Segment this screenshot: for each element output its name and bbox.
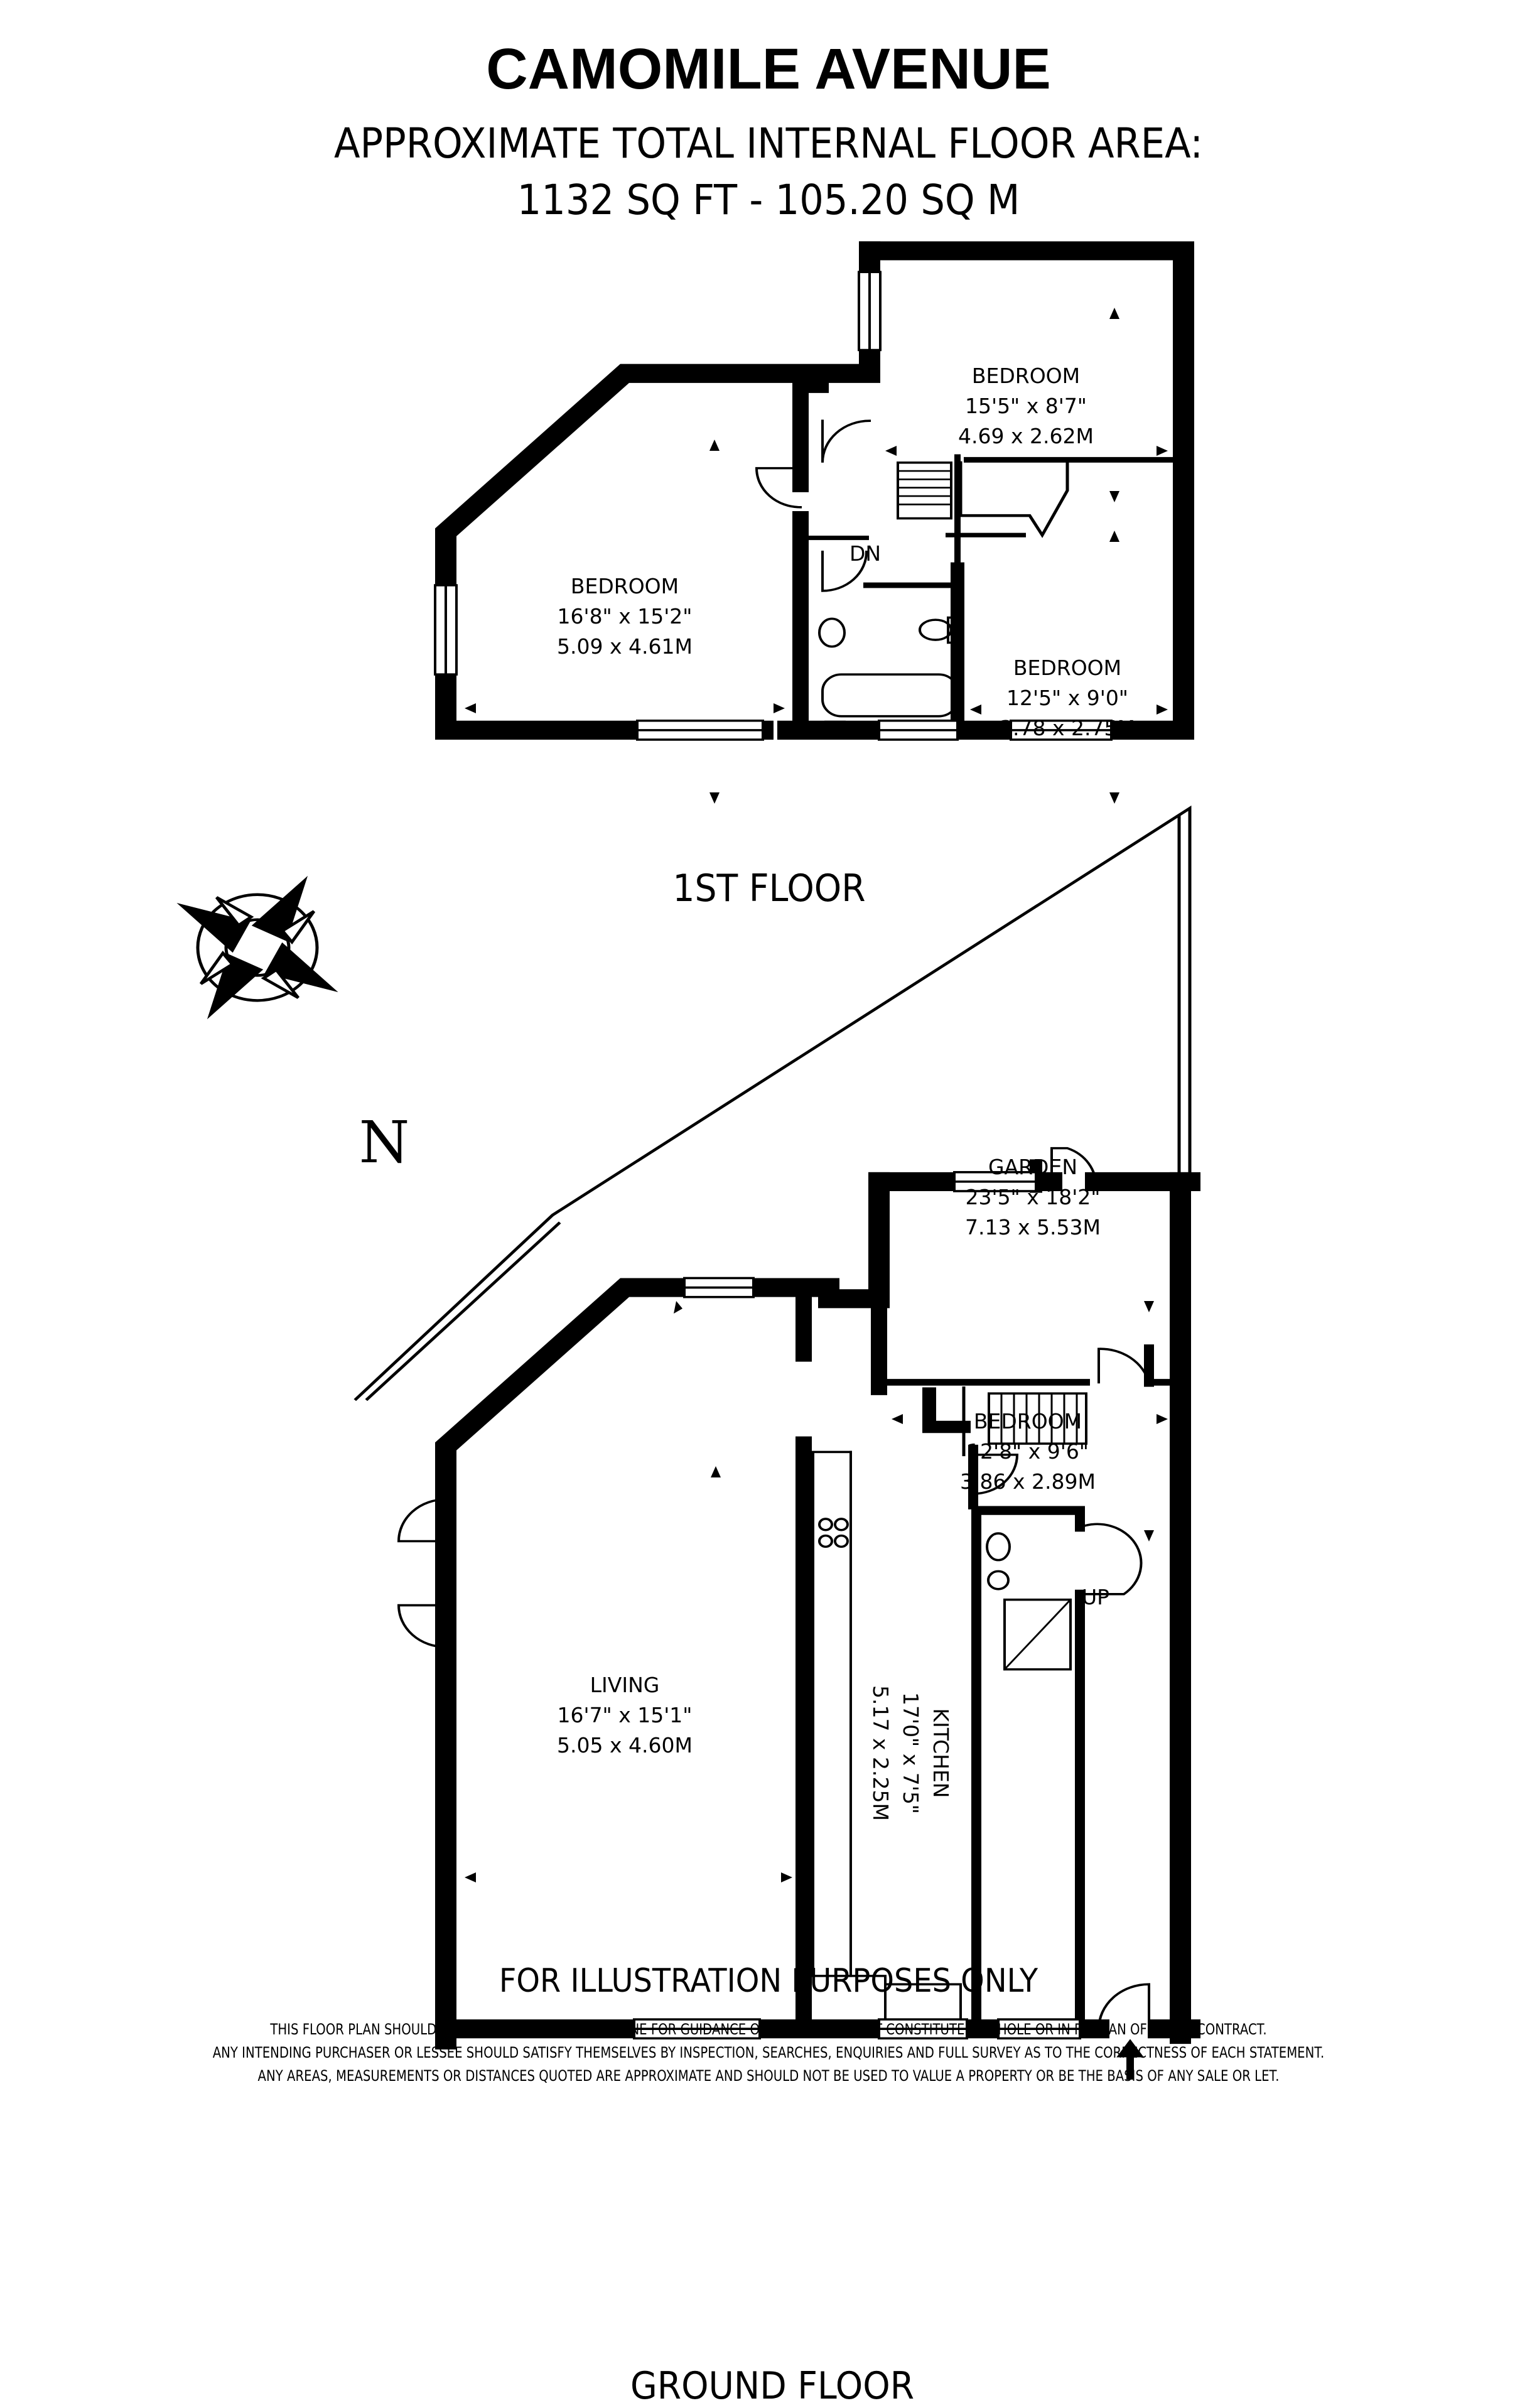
cistern [947, 616, 959, 644]
basin [818, 617, 846, 648]
disclaimer-line-1: THIS FLOOR PLAN SHOULD BE USED AS A GENE… [270, 2021, 1267, 2038]
room-size-metric: 5.05 x 4.60M [557, 1733, 693, 1757]
stairs-up [988, 1392, 1087, 1445]
stair-treads-ground [1000, 1392, 1078, 1445]
basin-ground [987, 1570, 1010, 1590]
room-size-metric: 7.13 x 5.53M [965, 1215, 1101, 1239]
room-name: LIVING [590, 1673, 660, 1697]
toilet [919, 618, 952, 641]
hob [818, 1518, 849, 1548]
room-name: BEDROOM [570, 574, 679, 598]
stairs-down-label: DN [849, 541, 882, 566]
compass-rose [176, 875, 338, 1020]
room-size-metric: 5.09 x 4.61M [557, 634, 693, 659]
room-name: GARDEN [988, 1155, 1078, 1179]
ground-floor-label: GROUND FLOOR [630, 2364, 915, 2408]
stairs-down [897, 462, 952, 520]
room-size-imperial: 12'5" x 9'0" [1006, 686, 1128, 710]
first-floor-doors [755, 419, 871, 592]
kitchen-label: KITCHEN 17'0" x 7'5" 5.17 x 2.25M [865, 1685, 956, 1821]
room-size-imperial: 12'8" x 9'6" [967, 1439, 1089, 1464]
stair-treads [897, 470, 952, 505]
room-size-imperial: 17'0" x 7'5" [898, 1692, 923, 1814]
cupboard [959, 461, 1069, 538]
ground-floor-doors [397, 1147, 1151, 2030]
compass-north-letter: N [359, 1109, 410, 1176]
entrance-arrow [1116, 2039, 1144, 2080]
garden-label: GARDEN 23'5" x 18'2" 7.13 x 5.53M [965, 1152, 1101, 1243]
bath [821, 673, 959, 718]
room-size-imperial: 23'5" x 18'2" [965, 1185, 1101, 1209]
room-size-metric: 5.17 x 2.25M [868, 1685, 893, 1821]
room-size-metric: 4.69 x 2.62M [958, 424, 1094, 448]
first-floor-outer-wall [824, 241, 1194, 740]
first-floor-plan [434, 241, 1194, 741]
footer-heading: FOR ILLUSTRATION PURPOSES ONLY [499, 1962, 1038, 2000]
first-floor-outer-wall-left [435, 241, 880, 740]
stairs-up-label: UP [1081, 1585, 1110, 1609]
shower-tray [1003, 1598, 1072, 1671]
disclaimer-line-2: ANY INTENDING PURCHASER OR LESSEE SHOULD… [212, 2044, 1325, 2061]
room-name: BEDROOM [971, 364, 1081, 388]
room-name: KITCHEN [929, 1708, 953, 1798]
room-size-metric: 3.86 x 2.89M [960, 1469, 1096, 1494]
room-size-imperial: 16'7" x 15'1" [557, 1703, 693, 1727]
floor-plan-drawing [176, 241, 1200, 2080]
plan-title: CAMOMILE AVENUE [486, 37, 1051, 101]
room-name: BEDROOM [1013, 656, 1122, 680]
ground-floor-windows [633, 1171, 1081, 2040]
ground-floor-bedroom-label: BEDROOM 12'8" x 9'6" 3.86 x 2.89M [960, 1406, 1096, 1497]
dimension-markers [465, 308, 1168, 1882]
toilet-ground [986, 1532, 1011, 1562]
ground-floor-plan [353, 805, 1200, 2080]
first-floor-windows [434, 271, 1113, 741]
living-label: LIVING 16'7" x 15'1" 5.05 x 4.60M [557, 1670, 693, 1761]
first-floor-label: 1ST FLOOR [672, 867, 866, 910]
room-name: BEDROOM [973, 1409, 1082, 1433]
first-floor-bedroom-3-label: BEDROOM 12'5" x 9'0" 3.78 x 2.75M [1000, 653, 1135, 743]
room-size-metric: 3.78 x 2.75M [1000, 716, 1135, 740]
first-floor-bedroom-2-label: BEDROOM 16'8" x 15'2" 5.09 x 4.61M [557, 571, 693, 662]
disclaimer-line-3: ANY AREAS, MEASUREMENTS OR DISTANCES QUO… [257, 2067, 1280, 2085]
garden-boundary [353, 805, 1192, 1401]
first-floor-bedroom-1-label: BEDROOM 15'5" x 8'7" 4.69 x 2.62M [958, 361, 1094, 451]
room-size-imperial: 16'8" x 15'2" [557, 604, 693, 629]
area-line-1: APPROXIMATE TOTAL INTERNAL FLOOR AREA: [333, 119, 1204, 168]
area-line-2: 1132 SQ FT - 105.20 SQ M [517, 176, 1020, 224]
room-size-imperial: 15'5" x 8'7" [965, 394, 1087, 418]
garden-boundary-inner [365, 1221, 561, 1401]
